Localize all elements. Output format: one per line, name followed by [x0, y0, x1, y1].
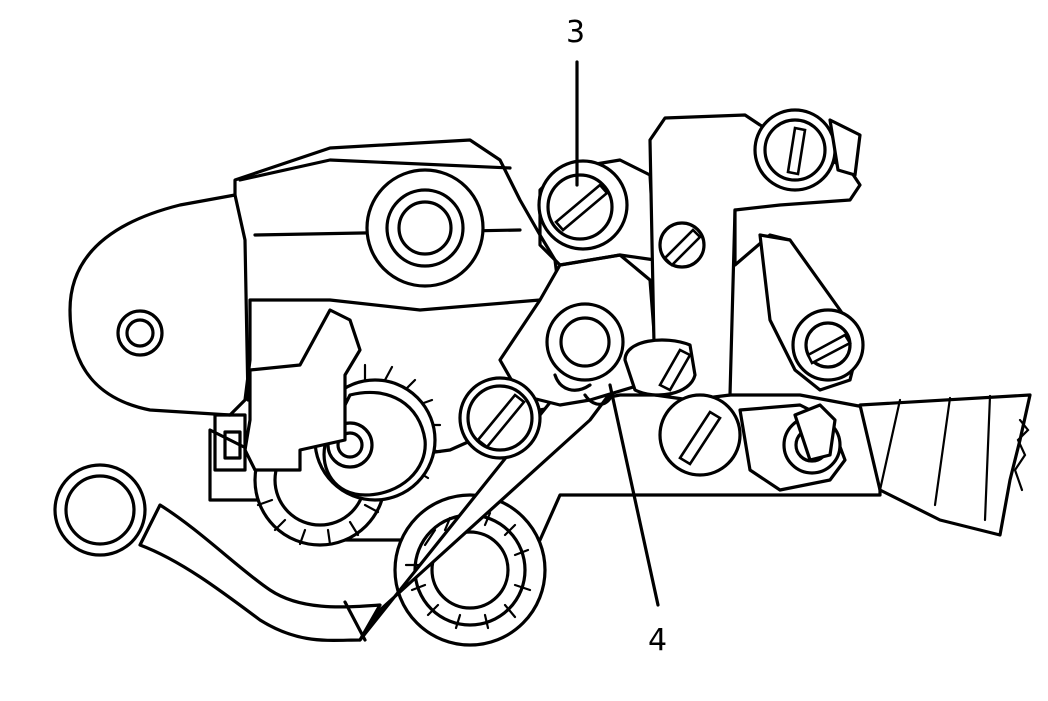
bushing-upper: [365, 168, 485, 288]
screw-3: [537, 159, 629, 251]
pivot-post: [623, 338, 697, 397]
leader-lines: [575, 60, 660, 607]
bushing-center: [545, 302, 625, 406]
lever-arm: [53, 378, 622, 643]
screw-lower-right: [658, 393, 847, 492]
tape-strip: [858, 393, 1032, 537]
callout-4: 4: [648, 623, 667, 658]
leader-4: [608, 383, 660, 607]
right-arm: [758, 233, 865, 392]
screw-left: [458, 376, 542, 460]
cam-plate: [213, 308, 362, 472]
callout-3: 3: [566, 15, 585, 50]
